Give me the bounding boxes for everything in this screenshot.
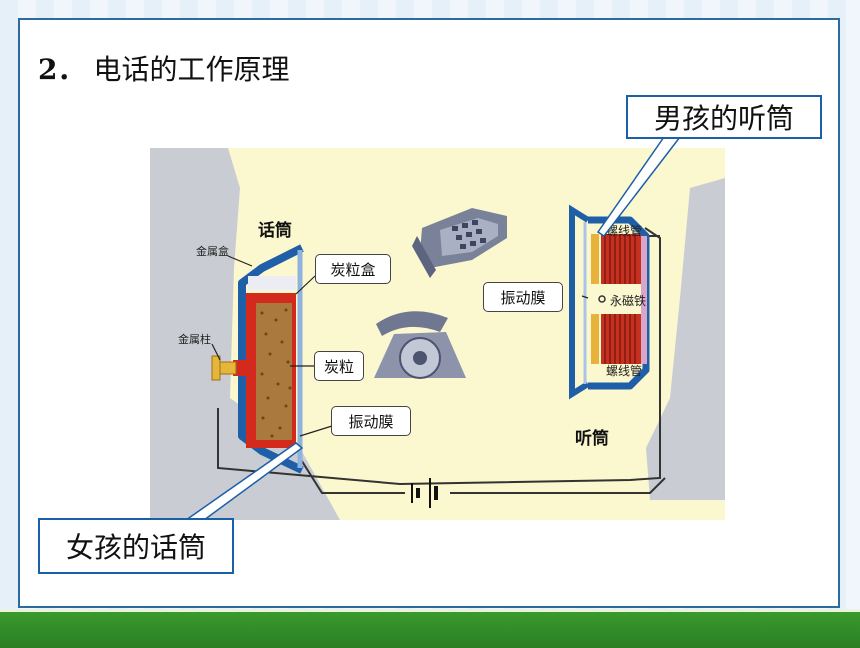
circuit-wire-inner [299, 457, 666, 494]
solenoid-bottom-label: 螺线管 [606, 364, 643, 378]
title-text: 电话的工作原理 [93, 53, 290, 86]
desk-phone-icon [412, 208, 507, 278]
slide-title: 2．电话的工作原理 [38, 48, 290, 88]
carbon-granules-texture [260, 308, 292, 438]
receiver-heading: 听筒 [575, 429, 609, 449]
title-number: 2． [38, 53, 86, 86]
diagram-drawing [150, 148, 725, 520]
solenoid-top-label: 螺线管 [606, 224, 643, 238]
battery-icon [411, 478, 438, 508]
girl-hand-shape [150, 148, 340, 520]
bottom-bar [0, 609, 860, 648]
carbon-granules-label: 炭粒 [314, 351, 364, 381]
transmitter-heading: 话筒 [258, 221, 292, 241]
receiver-diaphragm-label: 振动膜 [483, 282, 563, 312]
boy-receiver-callout: 男孩的听筒 [626, 95, 822, 139]
permanent-magnet-label: 永磁铁 [610, 294, 647, 308]
permanent-magnet [641, 236, 647, 364]
girl-transmitter-callout: 女孩的话筒 [38, 518, 234, 574]
carbon-box [233, 293, 296, 448]
receiver-solenoid-top [591, 234, 641, 284]
transmitter-diaphragm-label: 振动膜 [331, 406, 411, 436]
carbon-box-label: 炭粒盒 [315, 254, 391, 284]
receiver-solenoid-bottom [591, 314, 641, 364]
rotary-phone-icon [374, 311, 466, 379]
metal-post-label: 金属柱 [178, 333, 211, 346]
leader-lines [211, 255, 589, 437]
metal-box-label: 金属盒 [196, 245, 229, 258]
telephone-diagram: 话筒 听筒 金属盒 金属柱 螺线管 永磁铁 螺线管 炭粒盒 炭粒 振动膜 振动膜 [150, 148, 725, 520]
receiver-wire-knot [598, 295, 606, 303]
boy-hand-shape [646, 178, 725, 500]
metal-post [211, 355, 237, 381]
